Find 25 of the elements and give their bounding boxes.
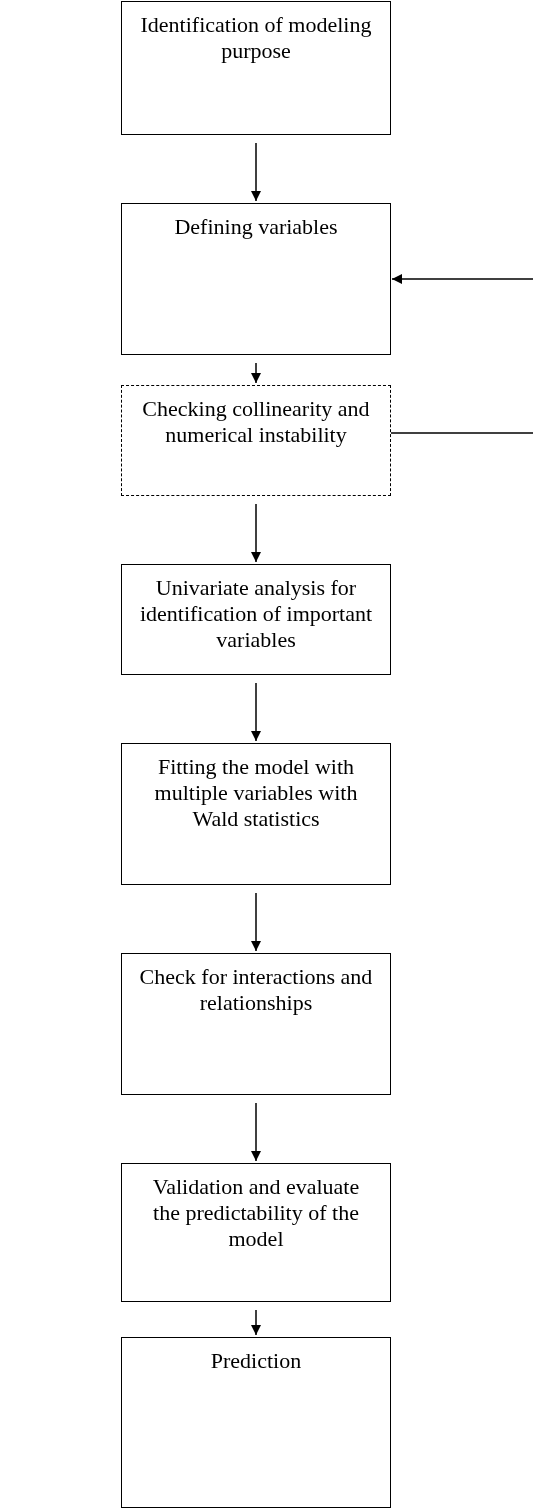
connector-line [390, 432, 533, 434]
process-box [121, 564, 391, 675]
step-text: Validation and evaluate the predictability of the model [151, 1174, 361, 1252]
step-text: Defining variables [174, 214, 338, 240]
step-text: Identification of modeling purpose [139, 12, 373, 64]
arrow [251, 142, 261, 202]
step-text: Univariate analysis for identification of important variables [138, 575, 374, 653]
arrow [251, 362, 261, 384]
arrow [391, 274, 533, 284]
process-box [121, 203, 391, 355]
step-text: Fitting the model with multiple variables with Wald statistics [153, 754, 359, 832]
step-text: Prediction [210, 1348, 302, 1374]
process-box [121, 1337, 391, 1508]
arrow [251, 1102, 261, 1162]
process-box [121, 1163, 391, 1302]
process-box [121, 743, 391, 885]
process-box [121, 1, 391, 135]
process-box [121, 953, 391, 1095]
process-box [121, 385, 391, 496]
arrow [251, 892, 261, 952]
arrow [251, 503, 261, 563]
step-text: Check for interactions and relationships [138, 964, 374, 1016]
arrow [251, 1309, 261, 1336]
step-text: Checking collinearity and numerical instability [141, 396, 371, 448]
arrow [251, 682, 261, 742]
